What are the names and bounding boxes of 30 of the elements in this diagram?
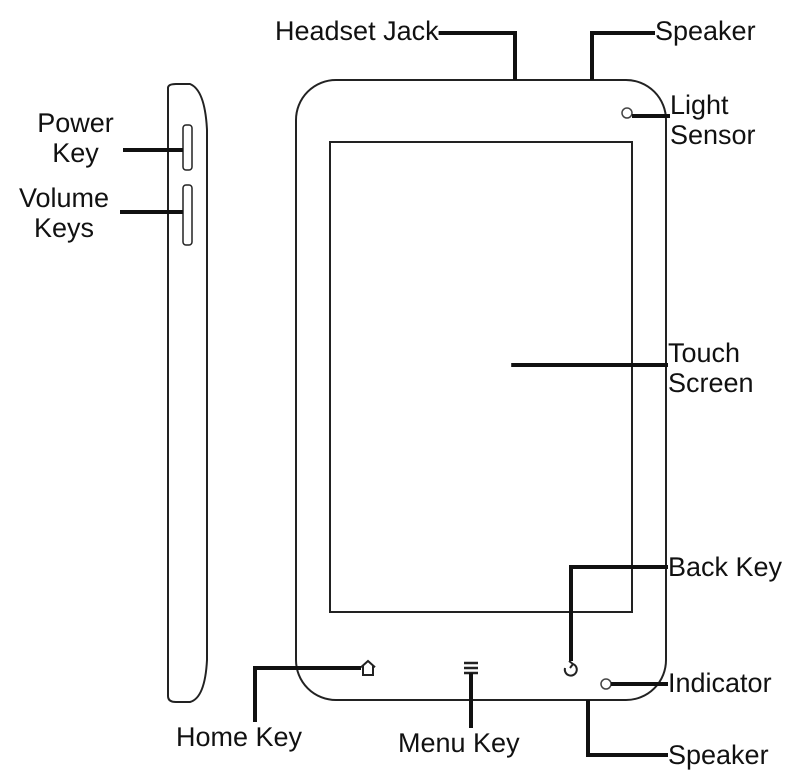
leader-line	[632, 114, 670, 118]
leader-line	[438, 31, 517, 80]
side-button	[182, 184, 193, 246]
leader-line	[569, 565, 668, 661]
callout-label: Speaker	[668, 740, 769, 770]
callout-label: Power Key	[28, 108, 123, 168]
home-key-icon	[360, 660, 376, 676]
menu-key-icon	[462, 662, 480, 674]
leader-line	[590, 31, 655, 80]
callout-label: Menu Key	[398, 728, 520, 758]
side-button	[182, 124, 193, 171]
sensor-dot	[621, 107, 633, 119]
callout-label: Speaker	[655, 16, 756, 46]
leader-line	[253, 666, 361, 722]
leader-line	[511, 363, 668, 367]
leader-line	[469, 673, 473, 728]
callout-label: Home Key	[176, 722, 302, 752]
leader-line	[123, 148, 183, 152]
callout-label: Back Key	[668, 552, 782, 582]
touch-screen	[329, 141, 633, 613]
leader-line	[586, 700, 668, 757]
callout-label: Indicator	[668, 668, 772, 698]
back-key-icon	[564, 660, 578, 677]
sensor-dot	[600, 678, 612, 690]
callout-label: Volume Keys	[8, 183, 120, 244]
callout-label: Touch Screen	[668, 338, 780, 398]
leader-line	[611, 682, 668, 686]
callout-label: Headset Jack	[275, 16, 439, 46]
leader-line	[120, 210, 183, 214]
callout-label: Light Sensor	[670, 90, 780, 150]
